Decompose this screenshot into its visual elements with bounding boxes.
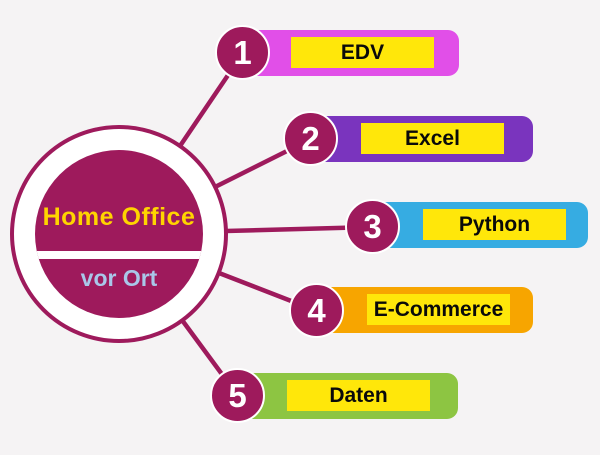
center-bottom-label: vor Ort bbox=[80, 265, 158, 291]
item-number-badge-2: 2 bbox=[283, 111, 338, 166]
item-label-box: Excel bbox=[361, 123, 504, 154]
item-bar-daten: Daten bbox=[232, 373, 458, 419]
item-label-box: Daten bbox=[287, 380, 430, 411]
item-label: Python bbox=[458, 212, 531, 236]
item-label: E-Commerce bbox=[373, 297, 504, 321]
item-label: Daten bbox=[329, 383, 388, 407]
item-label: EDV bbox=[340, 40, 385, 64]
item-bar-excel: Excel bbox=[306, 116, 533, 162]
item-bar-ecommerce: E-Commerce bbox=[312, 287, 533, 333]
item-label: Excel bbox=[405, 126, 460, 150]
item-label-box: E-Commerce bbox=[367, 294, 510, 325]
item-number-badge-1: 1 bbox=[215, 25, 270, 80]
center-circle: Home Office vor Ort bbox=[10, 125, 228, 343]
item-bar-python: Python bbox=[368, 202, 588, 248]
center-divider bbox=[35, 251, 203, 259]
item-label-box: Python bbox=[423, 209, 566, 240]
center-circle-fill: Home Office vor Ort bbox=[35, 150, 203, 318]
item-number-badge-3: 3 bbox=[345, 199, 400, 254]
item-bar-edv: EDV bbox=[236, 30, 459, 76]
item-number-badge-4: 4 bbox=[289, 283, 344, 338]
center-top-label: Home Office bbox=[42, 203, 196, 231]
item-number-badge-5: 5 bbox=[210, 368, 265, 423]
item-label-box: EDV bbox=[291, 37, 434, 68]
